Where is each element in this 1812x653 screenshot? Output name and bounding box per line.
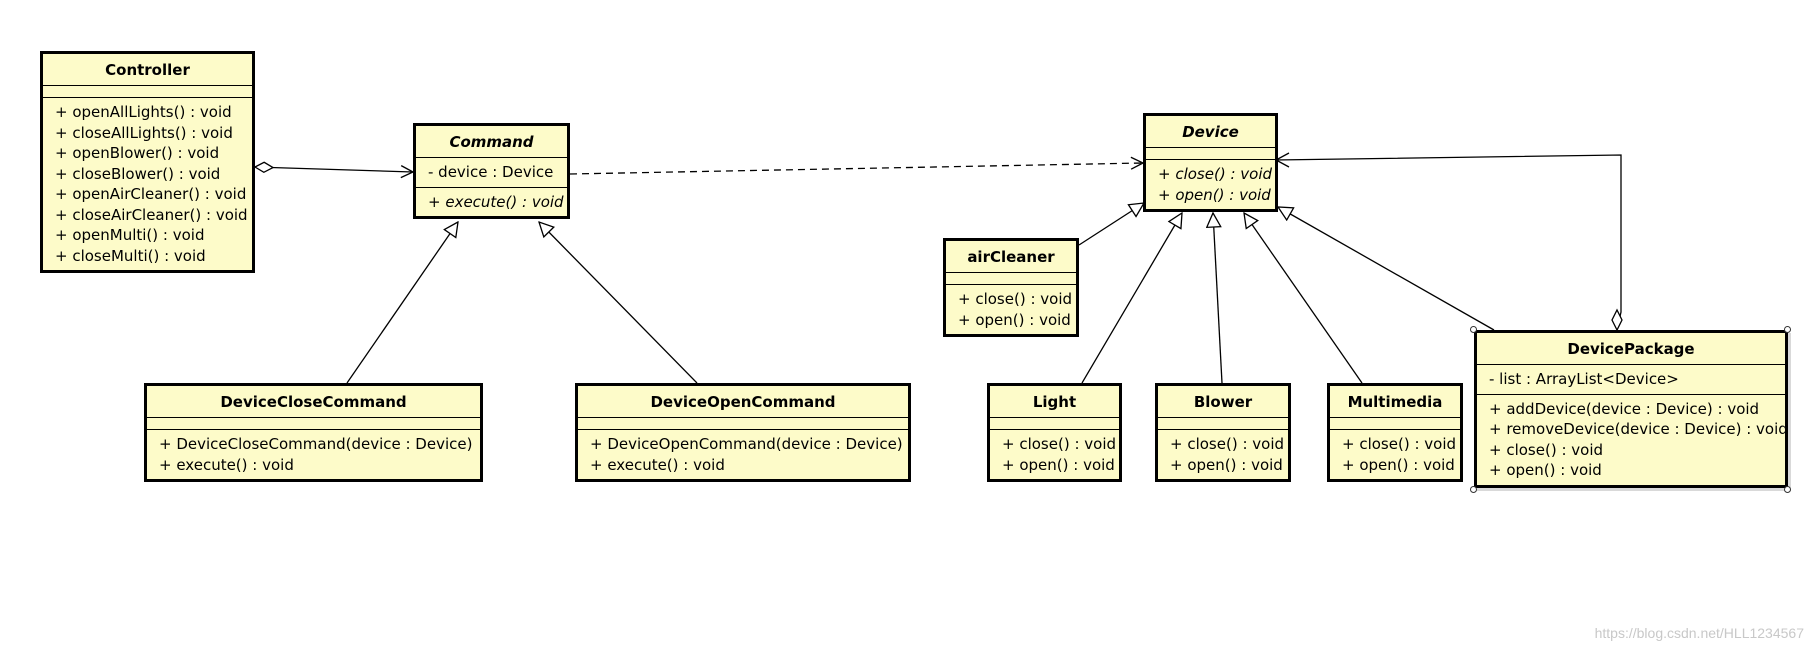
attribute: - device : Device <box>428 163 554 181</box>
operation: + open() : void <box>1489 461 1602 479</box>
attributes-section: - device : Device <box>416 158 567 188</box>
operation: + execute() : void <box>159 455 294 474</box>
operation: + open() : void <box>1002 455 1115 474</box>
class-device-open-command[interactable]: DeviceOpenCommand + DeviceOpenCommand(de… <box>575 383 911 482</box>
generalization-multimedia-device <box>1244 213 1363 384</box>
operations-section: + DeviceOpenCommand(device : Device) + e… <box>578 430 908 479</box>
operation: + close() : void <box>1170 435 1285 453</box>
aggregation-diamond <box>1611 308 1623 332</box>
class-name: DevicePackage <box>1477 333 1785 365</box>
generalization-blower-device <box>1213 213 1223 384</box>
class-name: Light <box>990 386 1119 418</box>
generalization-opencommand-command <box>539 222 698 384</box>
operation: + DeviceOpenCommand(device : Device) <box>590 435 903 453</box>
operations-section: + DeviceCloseCommand(device : Device) + … <box>147 430 480 479</box>
operation: + close() : void <box>1489 440 1604 459</box>
operation: + openMulti() : void <box>55 226 205 244</box>
class-name: DeviceCloseCommand <box>147 386 480 418</box>
selection-handle[interactable] <box>1470 326 1477 333</box>
selection-handle[interactable] <box>1784 486 1791 493</box>
operations-section: + openAllLights() : void + closeAllLight… <box>43 98 252 270</box>
operations-section: + close() : void + open() : void <box>1158 430 1288 479</box>
operation: + close() : void <box>1342 435 1457 453</box>
class-light[interactable]: Light + close() : void + open() : void <box>987 383 1122 482</box>
operations-section: + execute() : void <box>416 188 567 217</box>
class-device-close-command[interactable]: DeviceCloseCommand + DeviceCloseCommand(… <box>144 383 483 482</box>
aggregation-controller-command <box>255 167 413 172</box>
class-command[interactable]: Command - device : Device + execute() : … <box>413 123 570 219</box>
attributes-section <box>578 418 908 430</box>
operations-section: + close() : void + open() : void <box>1146 160 1275 209</box>
class-device-package[interactable]: DevicePackage - list : ArrayList<Device>… <box>1474 330 1788 488</box>
operation: + openAllLights() : void <box>55 103 232 121</box>
operation: + open() : void <box>1342 455 1455 474</box>
operation: + close() : void <box>1002 435 1117 453</box>
attributes-section <box>147 418 480 430</box>
operations-section: + close() : void + open() : void <box>990 430 1119 479</box>
operation: + closeBlower() : void <box>55 164 221 183</box>
class-name: Multimedia <box>1330 386 1460 418</box>
operation: + open() : void <box>1158 185 1271 204</box>
operation: + close() : void <box>1158 165 1273 183</box>
operation: + closeMulti() : void <box>55 246 206 265</box>
class-device[interactable]: Device + close() : void + open() : void <box>1143 113 1278 212</box>
class-name: Command <box>416 126 567 158</box>
generalization-closecommand-command <box>346 222 458 384</box>
attributes-section <box>1330 418 1460 430</box>
generalization-light-device <box>1081 213 1182 384</box>
attributes-section: - list : ArrayList<Device> <box>1477 365 1785 395</box>
attributes-section <box>1158 418 1288 430</box>
attributes-section <box>990 418 1119 430</box>
selection-handle[interactable] <box>1470 486 1477 493</box>
operations-section: + close() : void + open() : void <box>1330 430 1460 479</box>
class-multimedia[interactable]: Multimedia + close() : void + open() : v… <box>1327 383 1463 482</box>
operations-section: + close() : void + open() : void <box>946 285 1076 334</box>
class-name: Controller <box>43 54 252 86</box>
operation: + closeAirCleaner() : void <box>55 205 248 224</box>
class-air-cleaner[interactable]: airCleaner + close() : void + open() : v… <box>943 238 1079 337</box>
operation: + execute() : void <box>590 455 725 474</box>
class-blower[interactable]: Blower + close() : void + open() : void <box>1155 383 1291 482</box>
operation: + open() : void <box>958 310 1071 329</box>
class-name: airCleaner <box>946 241 1076 273</box>
operations-section: + addDevice(device : Device) : void + re… <box>1477 395 1788 485</box>
attributes-section <box>1146 148 1275 160</box>
operation: + DeviceCloseCommand(device : Device) <box>159 435 473 453</box>
class-name: Device <box>1146 116 1275 148</box>
generalization-devicepackage-device <box>1278 207 1495 331</box>
operation: + closeAllLights() : void <box>55 123 233 142</box>
generalization-aircleaner-device <box>1078 203 1144 246</box>
attributes-section <box>946 273 1076 285</box>
selection-handle[interactable] <box>1784 326 1791 333</box>
operation: + execute() : void <box>428 192 564 211</box>
operation: + open() : void <box>1170 455 1283 474</box>
attributes-section <box>43 86 252 98</box>
operation: + openAirCleaner() : void <box>55 185 247 203</box>
dependency-command-device <box>569 163 1143 175</box>
class-name: DeviceOpenCommand <box>578 386 908 418</box>
watermark: https://blog.csdn.net/HLL1234567 <box>1594 625 1804 641</box>
class-name: Blower <box>1158 386 1288 418</box>
class-controller[interactable]: Controller + openAllLights() : void + cl… <box>40 51 255 273</box>
operation: + openBlower() : void <box>55 144 220 162</box>
operation: + removeDevice(device : Device) : void <box>1489 420 1788 438</box>
attribute: - list : ArrayList<Device> <box>1489 370 1679 388</box>
operation: + addDevice(device : Device) : void <box>1489 399 1760 418</box>
operation: + close() : void <box>958 290 1073 308</box>
